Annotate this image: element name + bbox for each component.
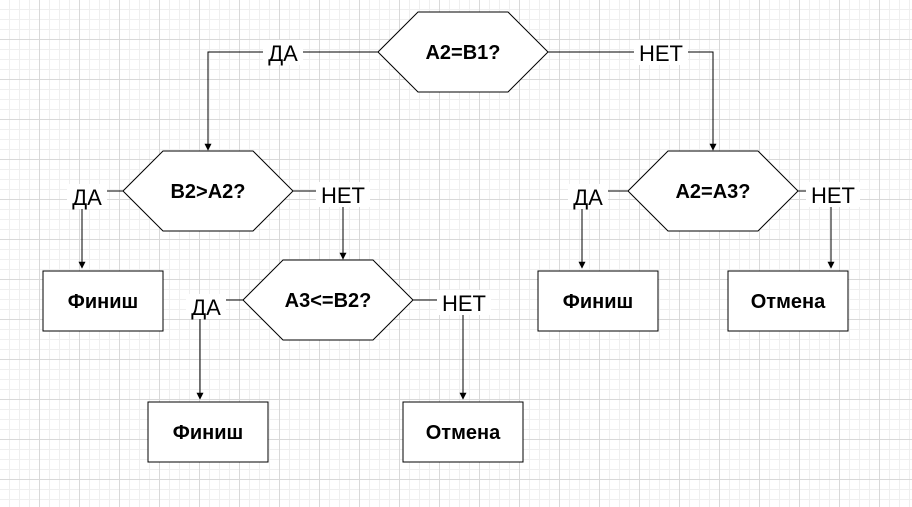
decision-node-b2-gt-a2: B2>A2? [122, 150, 294, 232]
decision-node-a2-eq-b1: A2=B1? [377, 11, 549, 93]
decision-label-a3-le-b2: A3<=B2? [285, 290, 372, 312]
decision-label-b2-gt-a2: B2>A2? [170, 181, 245, 203]
terminal-label-finish-right: Финиш [563, 291, 633, 313]
edge-label-d1-no: НЕТ [634, 40, 688, 66]
terminal-node-finish-right: Финиш [537, 270, 659, 332]
edge-label-d1-yes-text: ДА [268, 41, 298, 66]
edge-label-d1-yes: ДА [263, 40, 303, 66]
terminal-node-finish-bottom: Финиш [147, 401, 269, 463]
terminal-label-finish-bottom: Финиш [173, 422, 243, 444]
edge-d1-no [548, 51, 717, 151]
edge-d1-yes [204, 51, 378, 151]
edge-label-d2-no: НЕТ [316, 182, 370, 208]
edge-label-d1-no-text: НЕТ [639, 41, 683, 66]
terminal-label-cancel-bottom: Отмена [426, 422, 501, 444]
edge-label-d3-no: НЕТ [806, 182, 860, 208]
edge-label-d2-no-text: НЕТ [321, 183, 365, 208]
decision-node-a3-le-b2: A3<=B2? [242, 259, 414, 341]
decision-label-a2-eq-b1: A2=B1? [425, 42, 500, 64]
edge-label-d3-yes: ДА [568, 184, 608, 210]
edge-label-d4-yes: ДА [186, 294, 226, 320]
edge-label-d3-yes-text: ДА [573, 185, 603, 210]
terminal-node-cancel-bottom: Отмена [402, 401, 524, 463]
terminal-label-finish-left: Финиш [68, 291, 138, 313]
decision-label-a2-eq-a3: A2=A3? [675, 181, 750, 203]
edge-label-d4-no: НЕТ [437, 290, 491, 316]
terminal-node-cancel-right: Отмена [727, 270, 849, 332]
edge-label-d3-no-text: НЕТ [811, 183, 855, 208]
decision-node-a2-eq-a3: A2=A3? [627, 150, 799, 232]
terminal-label-cancel-right: Отмена [751, 291, 826, 313]
edge-label-d2-yes-text: ДА [72, 185, 102, 210]
edge-label-d4-yes-text: ДА [191, 295, 221, 320]
terminal-node-finish-left: Финиш [42, 270, 164, 332]
edge-label-d4-no-text: НЕТ [442, 291, 486, 316]
edge-label-d2-yes: ДА [67, 184, 107, 210]
